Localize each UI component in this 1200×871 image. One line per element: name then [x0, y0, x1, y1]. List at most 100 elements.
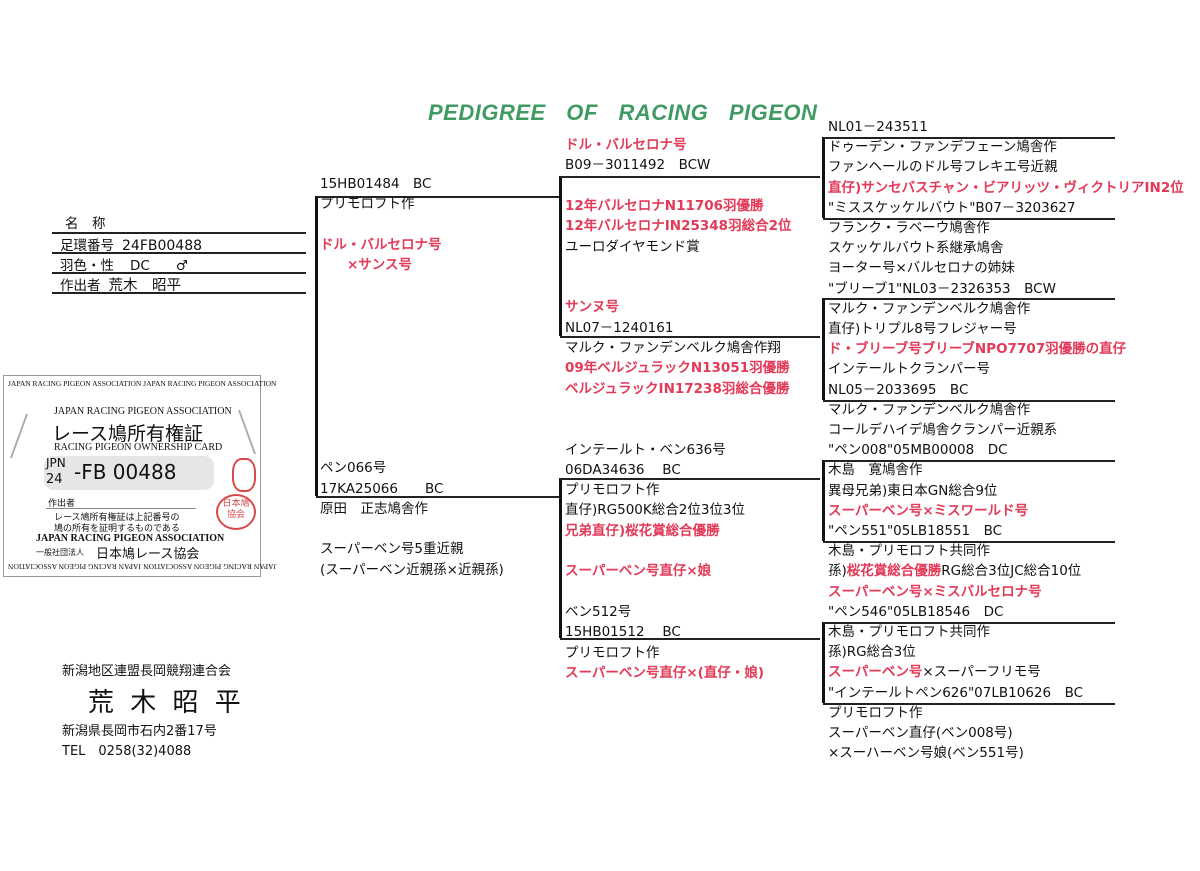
pedigree-text: 原田 正志鳩舎作 [320, 500, 428, 517]
divider [52, 292, 306, 294]
pedigree-text: ファンヘールのドル号フレキエ号近親 [828, 159, 1058, 176]
highlight-text: 09年ベルジュラックN13051羽優勝 [565, 360, 790, 377]
pedigree-text: NL07－1240161 [565, 319, 674, 336]
pedigree-text: 木島 寛鳩舎作 [828, 462, 923, 479]
pedigree-line: ヨーター号×バルセロナの姉妹 [828, 259, 1015, 277]
highlight-text: 兄弟直仔)桜花賞総合優勝 [565, 522, 720, 539]
pedigree-text: マルク・ファンデンベルク鳩舎作翔 [565, 340, 781, 356]
pedigree-line: ドル・バルセロナ号 [320, 236, 442, 254]
card-assoc-en: JAPAN RACING PIGEON ASSOCIATION [54, 406, 232, 417]
highlight-text: ベルジュラックIN17238羽総合優勝 [565, 380, 790, 397]
pedigree-text: 木島・プリモロフト共同作 [828, 543, 990, 560]
owner-phone: TEL 0258(32)4088 [62, 744, 192, 759]
name-label: 名 称 [65, 216, 106, 232]
pedigree-text: マルク・ファンデンベルク鳩舎作 [828, 300, 1031, 317]
pedigree-text: 06DA34636 BC [565, 461, 681, 478]
pedigree-line: ペン066号 [320, 459, 386, 477]
pedigree-text: 15HB01484 BC [320, 176, 432, 192]
pedigree-line: マルク・ファンデンベルク鳩舎作 [828, 401, 1030, 419]
pedigree-line: フランク・ラベーウ鳩舎作 [828, 219, 990, 237]
pedigree-line: コールデハイデ鳩舎クランパー近親系 [828, 421, 1057, 439]
pedigree-line: プリモロフト作 [565, 644, 660, 662]
bracket-line [823, 137, 1115, 139]
pedigree-text: "ブリーブ1"NL03－2326353 BCW [828, 280, 1056, 297]
pedigree-text: ×スーハーベン号娘(ベン551号) [828, 745, 1024, 762]
bracket-line [316, 496, 560, 498]
pedigree-text: 木島・プリモロフト共同作 [828, 624, 990, 640]
card-assoc-jp: 日本鳩レース協会 [96, 547, 200, 562]
pedigree-line: 異母兄弟)東日本GN総合9位 [828, 482, 997, 500]
pedigree-line: サンヌ号 [565, 298, 619, 316]
pedigree-line: 直仔)RG500K総合2位3位3位 [565, 501, 745, 519]
pedigree-line: "インテールトペン626"07LB10626 BC [828, 684, 1083, 702]
pedigree-line: B09－3011492 BCW [565, 156, 710, 174]
color-sex-label: 羽色・性 [60, 258, 114, 274]
card-ring-box: JPN 24 -FB 00488 [44, 456, 214, 490]
ring-label: 足環番号 [60, 238, 114, 254]
pedigree-line: 木島・プリモロフト共同作 [828, 542, 990, 560]
pedigree-text: NL01－243511 [828, 119, 928, 135]
pedigree-line: ドル・バルセロナ号 [565, 136, 687, 154]
pedigree-text: ×スーパーフリモ号 [922, 664, 1041, 681]
pedigree-line: 12年バルセロナIN25348羽総合2位 [565, 217, 791, 235]
pedigree-line: "ペン008"05MB00008 DC [828, 441, 1008, 459]
card-jpn: JPN [46, 456, 66, 470]
pedigree-text: "ペン551"05LB18551 BC [828, 523, 1003, 539]
bracket-line [560, 638, 820, 640]
pedigree-text: ユーロダイヤモンド賞 [565, 238, 700, 255]
pedigree-line: "ペン551"05LB18551 BC [828, 522, 1002, 540]
pedigree-line: 09年ベルジュラックN13051羽優勝 [565, 359, 790, 377]
pedigree-line: マルク・ファンデンベルク鳩舎作翔 [565, 339, 781, 357]
divider [52, 232, 306, 234]
breeder-value: 荒木 昭平 [108, 278, 182, 294]
pedigree-line: 15HB01512 BC [565, 623, 681, 641]
pedigree-text: (スーパーベン近親孫×近親孫) [320, 561, 504, 578]
highlight-text: 12年バルセロナIN25348羽総合2位 [565, 218, 792, 235]
pedigree-line: 原田 正志鳩舎作 [320, 500, 428, 518]
bracket-line [560, 478, 820, 480]
pedigree-text: プリモロフト作 [565, 644, 660, 661]
bracket-sire-dam [315, 196, 318, 496]
pedigree-line: (スーパーベン近親孫×近親孫) [320, 561, 504, 579]
pedigree-line: 15HB01484 BC [320, 175, 432, 193]
pedigree-text: スケッケルバウト系継承鳩舎 [828, 240, 1004, 257]
pedigree-text: NL05－2033695 BC [828, 381, 969, 398]
pedigree-text: 17KA25066 BC [320, 480, 444, 497]
pedigree-text: ベン512号 [565, 603, 632, 620]
pedigree-line: スーパーベン号直仔×娘 [565, 562, 711, 580]
association-seal: 日本鳩協会 [216, 494, 256, 530]
pedigree-line: スーパーベン号×ミスバルセロナ号 [828, 583, 1042, 601]
highlight-text: ×サンス号 [320, 257, 413, 274]
pedigree-text: スーパーベン直仔(ベン008号) [828, 725, 1013, 741]
pedigree-text: B09－3011492 BCW [565, 157, 711, 174]
highlight-text: スーパーベン号×ミスワールド号 [828, 502, 1029, 519]
pedigree-text: プリモロフト作 [828, 704, 923, 721]
pedigree-text: ドゥーデン・ファンデフェーン鳩舎作 [828, 139, 1057, 156]
pedigree-line: 12年バルセロナN11706羽優勝 [565, 197, 764, 215]
pedigree-text: プリモロフト作 [320, 196, 415, 213]
card-note-1: レース鳩所有権証は上記番号の [54, 513, 180, 523]
pedigree-line: ドゥーデン・ファンデフェーン鳩舎作 [828, 138, 1057, 156]
bracket-sire-parents [559, 176, 562, 336]
pedigree-line: 孫)桜花賞総合優勝RG総合3位JC総合10位 [828, 562, 1081, 580]
bracket-line [823, 218, 1115, 220]
highlight-text: スーパーベン号直仔×(直仔・娘) [565, 664, 765, 681]
pedigree-text: インテールトクランパー号 [828, 361, 990, 378]
pedigree-line: NL05－2033695 BC [828, 381, 968, 399]
bracket-dam-parents [559, 478, 562, 638]
card-breeder-label: 作出者 [48, 499, 76, 509]
bracket-line [560, 176, 820, 178]
highlight-text: ドル・バルセロナ号 [565, 137, 687, 153]
bracket-line [823, 622, 1115, 624]
bracket-gen3-1 [822, 137, 825, 218]
pedigree-line: 06DA34636 BC [565, 461, 681, 479]
card-border-text-top: JAPAN RACING PIGEON ASSOCIATION JAPAN RA… [8, 379, 277, 388]
highlight-text: スーパーベン号×ミスバルセロナ号 [828, 583, 1042, 600]
color-value: DC [130, 258, 150, 274]
pedigree-text: "ミススケッケルバウト"B07－3203627 [828, 199, 1076, 216]
breeder-label: 作出者 [60, 278, 101, 294]
pedigree-line: スーパーベン号×スーパーフリモ号 [828, 663, 1041, 681]
